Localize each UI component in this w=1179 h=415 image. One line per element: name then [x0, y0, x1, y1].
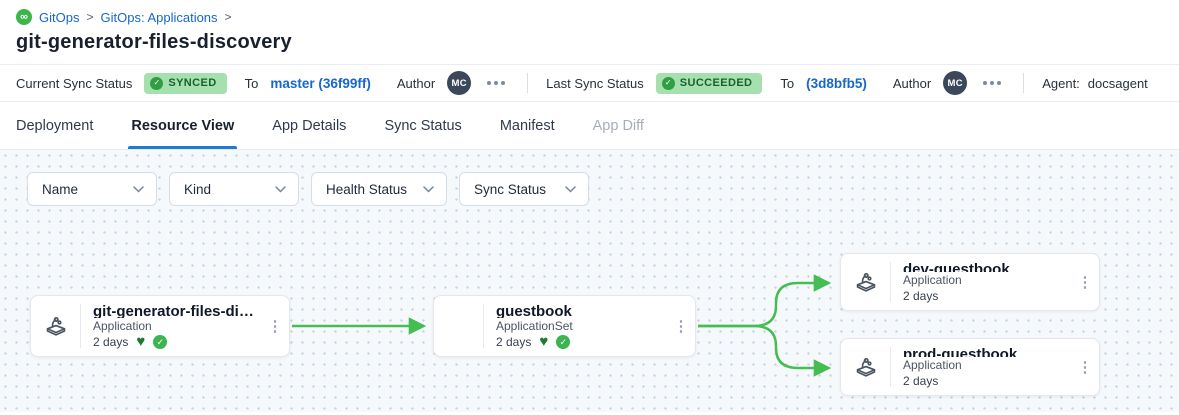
- graph-node-dev-guestbook[interactable]: dev-guestbook Application 2 days ⋮: [840, 253, 1100, 311]
- page-title: git-generator-files-discovery: [16, 31, 292, 53]
- current-sync-to-label: To: [244, 75, 259, 91]
- node-content: guestbook ApplicationSet 2 days ♥ ✓: [484, 296, 667, 356]
- tab-bar: Deployment Resource View App Details Syn…: [0, 102, 1179, 150]
- node-title: prod-guestbook: [903, 346, 1018, 357]
- node-content: git-generator-files-disco... Application…: [81, 296, 261, 356]
- filter-dropdown-sync-status[interactable]: Sync Status: [459, 172, 589, 206]
- divider: [527, 73, 529, 93]
- node-kebab-menu-icon[interactable]: ⋮: [261, 296, 289, 356]
- node-kind: ApplicationSet: [496, 319, 573, 333]
- filter-dropdown-kind[interactable]: Kind: [169, 172, 299, 206]
- current-sync-status-badge: ✓ SYNCED: [144, 72, 227, 94]
- filter-label: Name: [42, 181, 79, 197]
- filter-label: Sync Status: [474, 181, 547, 197]
- last-sync-more-options-icon[interactable]: [979, 77, 1005, 89]
- node-age: 2 days: [903, 374, 939, 388]
- agent-info: Agent: docsagent: [1042, 76, 1148, 91]
- last-sync-status-badge: ✓ SUCCEEDED: [655, 72, 763, 94]
- graph-node-prod-guestbook[interactable]: prod-guestbook Application 2 days ⋮: [840, 338, 1100, 396]
- agent-label: Agent:: [1042, 75, 1080, 91]
- badge-label: SYNCED: [168, 77, 217, 89]
- check-icon: ✓: [661, 76, 675, 90]
- graph-node-guestbook[interactable]: guestbook ApplicationSet 2 days ♥ ✓ ⋮: [433, 295, 696, 357]
- node-title: git-generator-files-disco...: [93, 303, 259, 318]
- last-revision-link[interactable]: (3d8bfb5): [806, 75, 867, 91]
- chevron-down-icon: [275, 185, 286, 193]
- node-content: prod-guestbook Application 2 days: [891, 339, 1071, 395]
- node-kebab-menu-icon[interactable]: ⋮: [1071, 254, 1099, 310]
- filter-dropdown-name[interactable]: Name: [27, 172, 157, 206]
- last-author-avatar: MC: [943, 71, 968, 95]
- health-heart-icon: ♥: [539, 333, 549, 351]
- resource-graph-canvas: Name Kind Health Status Sync Status: [0, 150, 1179, 412]
- chevron-down-icon: [133, 185, 144, 193]
- edge-guestbook-to-dev: [698, 274, 832, 328]
- tab-deployment[interactable]: Deployment: [16, 117, 94, 134]
- filter-bar: Name Kind Health Status Sync Status: [27, 172, 589, 206]
- node-kebab-menu-icon[interactable]: ⋮: [1071, 339, 1099, 395]
- breadcrumb-link-applications[interactable]: GitOps: Applications: [100, 9, 218, 25]
- status-bar: Current Sync Status ✓ SYNCED To master (…: [0, 64, 1179, 102]
- node-kind: Application: [903, 273, 962, 287]
- applicationset-icon-empty: [434, 304, 484, 348]
- chevron-down-icon: [565, 185, 576, 193]
- node-age: 2 days: [93, 335, 129, 349]
- breadcrumb-separator: >: [86, 10, 94, 24]
- node-title: dev-guestbook: [903, 261, 1010, 272]
- node-age: 2 days: [496, 335, 532, 349]
- page-header: ∞ GitOps > GitOps: Applications > git-ge…: [0, 0, 1179, 54]
- node-title: guestbook: [496, 303, 572, 318]
- node-meta: 2 days ♥ ✓: [496, 335, 665, 349]
- tab-app-diff[interactable]: App Diff: [592, 117, 644, 134]
- chevron-down-icon: [423, 185, 434, 193]
- node-meta: 2 days: [903, 289, 1069, 303]
- current-sync-more-options-icon[interactable]: [483, 77, 509, 89]
- last-sync-to-label: To: [780, 75, 795, 91]
- gitops-infinity-icon: ∞: [16, 9, 32, 25]
- edge-guestbook-to-prod: [698, 324, 832, 377]
- breadcrumb-separator: >: [224, 10, 232, 24]
- health-heart-icon: ♥: [136, 333, 146, 351]
- node-meta: 2 days ♥ ✓: [93, 335, 259, 349]
- filter-label: Kind: [184, 181, 212, 197]
- tab-resource-view[interactable]: Resource View: [128, 102, 238, 149]
- tab-sync-status[interactable]: Sync Status: [384, 117, 462, 134]
- application-icon: [841, 347, 891, 387]
- application-icon: [841, 262, 891, 302]
- node-meta: 2 days: [903, 374, 1069, 388]
- current-sync-status-label: Current Sync Status: [16, 75, 133, 91]
- filter-dropdown-health-status[interactable]: Health Status: [311, 172, 447, 206]
- node-kind: Application: [93, 319, 152, 333]
- sync-check-icon: ✓: [153, 335, 168, 349]
- agent-value: docsagent: [1087, 75, 1148, 91]
- badge-label: SUCCEEDED: [679, 77, 753, 89]
- check-icon: ✓: [150, 76, 164, 90]
- node-age: 2 days: [903, 289, 939, 303]
- divider: [1023, 73, 1025, 93]
- current-author-label: Author: [396, 75, 436, 91]
- node-kind: Application: [903, 358, 962, 372]
- node-content: dev-guestbook Application 2 days: [891, 254, 1071, 310]
- breadcrumb-link-gitops[interactable]: GitOps: [39, 9, 80, 25]
- current-author-avatar: MC: [447, 71, 472, 95]
- breadcrumb: ∞ GitOps > GitOps: Applications >: [16, 9, 1163, 25]
- last-sync-status-label: Last Sync Status: [546, 75, 644, 91]
- tab-app-details[interactable]: App Details: [272, 117, 347, 134]
- tab-manifest[interactable]: Manifest: [499, 117, 555, 134]
- filter-label: Health Status: [326, 181, 408, 197]
- current-revision-link[interactable]: master (36f99ff): [270, 75, 371, 91]
- last-author-label: Author: [892, 75, 932, 91]
- node-kebab-menu-icon[interactable]: ⋮: [667, 296, 695, 356]
- graph-node-git-generator-files-discovery[interactable]: git-generator-files-disco... Application…: [30, 295, 290, 357]
- application-icon: [31, 304, 81, 348]
- sync-check-icon: ✓: [556, 335, 571, 349]
